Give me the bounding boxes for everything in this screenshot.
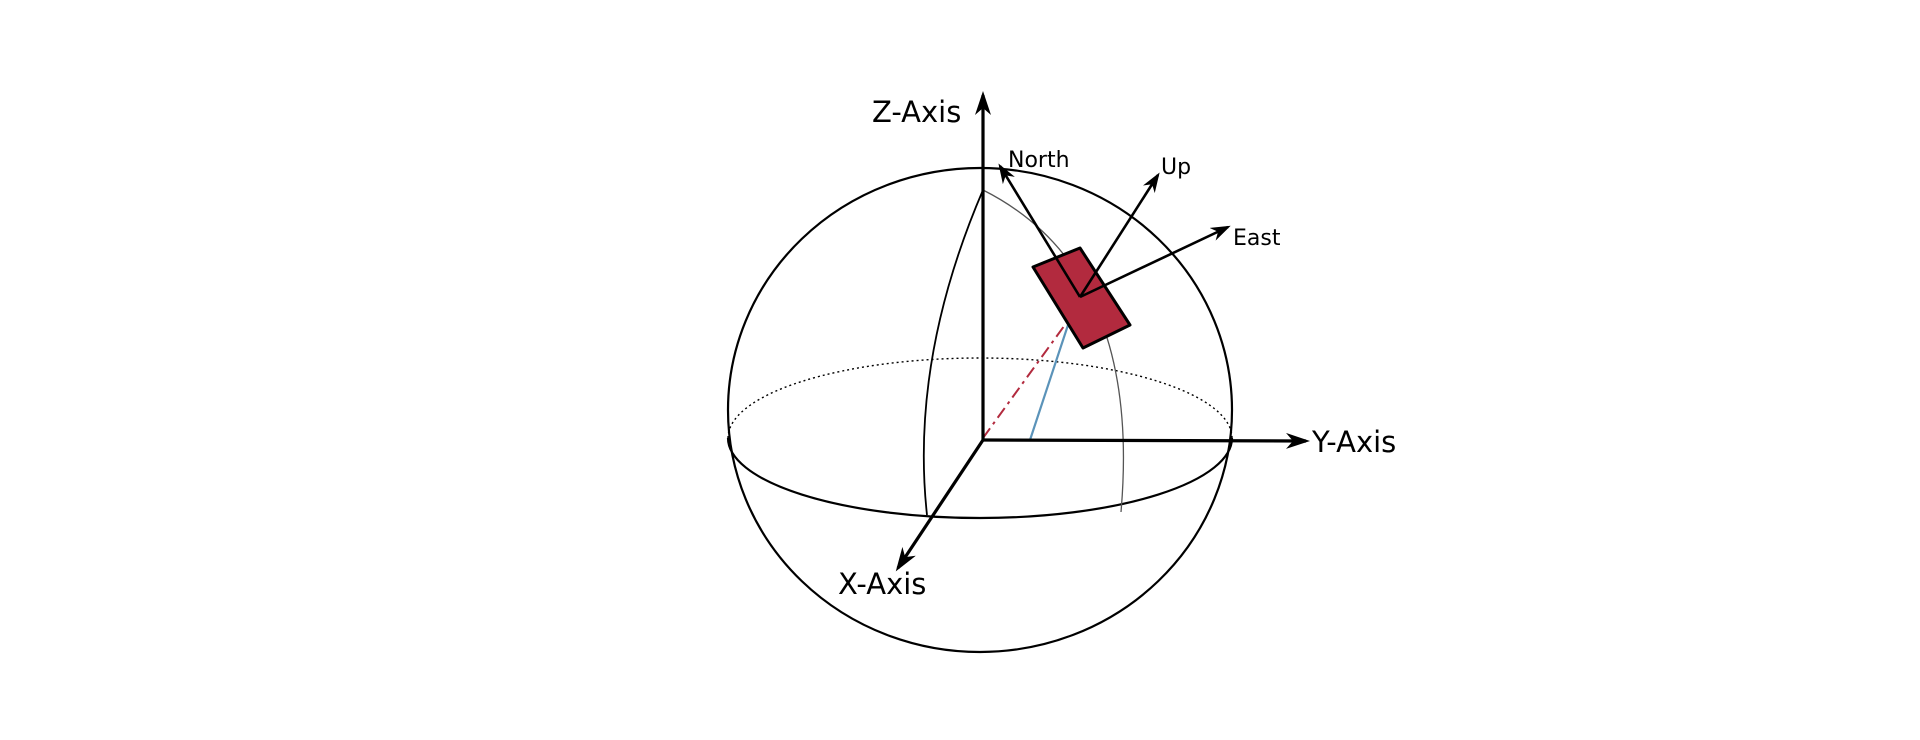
meridian-x <box>922 189 984 516</box>
y-axis-arrow <box>982 432 1310 449</box>
y-axis-label: Y-Axis <box>1311 425 1396 459</box>
z-axis-label: Z-Axis <box>872 95 961 129</box>
device-rectangle <box>1031 246 1132 350</box>
x-axis-label: X-Axis <box>838 567 926 601</box>
north-label: North <box>1008 148 1070 173</box>
east-label: East <box>1233 226 1281 251</box>
position-vector-dashed <box>982 321 1068 439</box>
meridian-device <box>982 189 1125 513</box>
up-vector-arrow <box>1078 172 1160 298</box>
equator-back <box>727 357 1233 439</box>
east-vector-arrow <box>1079 225 1231 299</box>
x-axis-arrow <box>895 439 985 572</box>
sphere-outline <box>726 166 1234 654</box>
projection-line <box>1028 324 1070 441</box>
north-vector-arrow <box>998 163 1082 298</box>
equator-front <box>726 437 1234 520</box>
up-label: Up <box>1161 155 1191 180</box>
